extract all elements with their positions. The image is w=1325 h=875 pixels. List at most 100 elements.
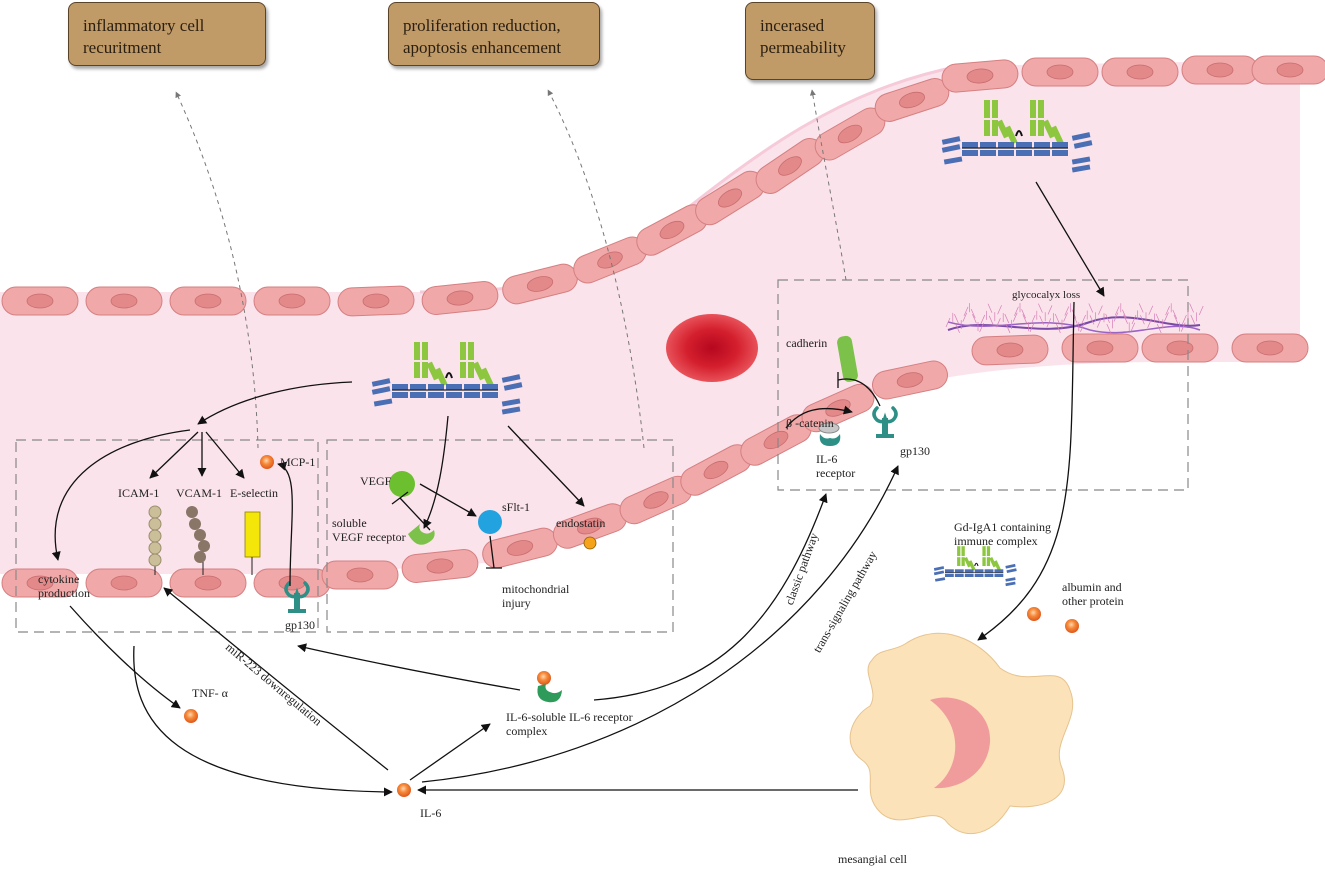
inhibit-mitochondrial — [486, 535, 502, 569]
glycocalyx-strand — [962, 312, 968, 322]
il6-orb — [397, 783, 411, 797]
red-blood-cell — [666, 314, 758, 382]
endothelial-cell — [337, 285, 415, 317]
label-il6c-line2: complex — [506, 724, 548, 738]
glycocalyx-strand — [972, 314, 977, 324]
arrow-cytokine-to-il6 — [133, 645, 393, 797]
label-glycocalyx: glycocalyx loss — [1012, 289, 1081, 301]
panel-middle-dashed — [326, 439, 674, 633]
glycocalyx-strand — [1098, 305, 1103, 315]
endothelial-cell — [169, 568, 247, 598]
label-albumin-line2: other protein — [1062, 594, 1124, 608]
glycocalyx-strand — [1096, 318, 1102, 328]
endothelial-cell — [85, 286, 163, 316]
box-inflammatory-line1: inflammatory cell — [83, 16, 205, 35]
glycocalyx-strand — [1165, 306, 1170, 316]
vegf-molecule — [389, 471, 415, 497]
glycocalyx-strand — [1114, 306, 1120, 316]
endothelial-cell — [1251, 55, 1325, 85]
inhibit-cadherin — [837, 372, 881, 407]
label-eselectin: E-selectin — [230, 486, 278, 500]
glycocalyx-strand — [1156, 323, 1162, 334]
glycocalyx-strand — [1140, 315, 1145, 325]
dash-link-proliferation — [547, 89, 645, 449]
glycocalyx-strand — [996, 318, 1001, 328]
box-proliferation-line1: proliferation reduction, — [403, 16, 561, 35]
label-mcp1: MCP-1 — [280, 455, 316, 469]
glycocalyx-strand — [987, 303, 993, 313]
glycocalyx-strand — [1147, 318, 1152, 328]
arrow-catenin-curve — [785, 405, 853, 429]
label-il6c-line1: IL-6-soluble IL-6 receptor — [506, 710, 633, 724]
label-mesangial: mesangial cell — [838, 852, 907, 866]
label-cadherin: cadherin — [786, 336, 828, 350]
label-gp130-right: gp130 — [900, 444, 930, 458]
glycocalyx-strand — [1189, 303, 1194, 313]
glycocalyx-strand — [1005, 323, 1011, 334]
label-mitochondrial: mitochondrial injury — [502, 582, 569, 610]
glycocalyx-strand — [955, 323, 960, 334]
glycocalyx-strand — [1047, 305, 1053, 315]
endothelial-cell — [85, 568, 163, 598]
glycocalyx-strand — [979, 322, 984, 333]
endothelial-cell — [971, 334, 1049, 366]
endothelial-cell — [1231, 333, 1309, 363]
box-proliferation: proliferation reduction, apoptosis enhan… — [388, 2, 600, 66]
glycocalyx-strand — [1198, 305, 1204, 316]
glycocalyx-strand — [1113, 312, 1119, 322]
panel-left-dashed — [15, 439, 319, 633]
endothelial-cell — [1181, 55, 1259, 85]
gp130-right — [872, 406, 898, 440]
label-svegfr-line1: soluble — [332, 516, 367, 530]
arrow-il6-to-complex — [409, 723, 491, 781]
endothelial-cell — [253, 286, 331, 316]
label-cytokine: cytokine production — [38, 572, 90, 600]
glycocalyx-strand — [1190, 314, 1196, 325]
glycocalyx-strand — [1056, 323, 1061, 334]
glycocalyx-strand — [1030, 314, 1036, 325]
panel-right-dashed — [777, 279, 1189, 491]
glycocalyx-strand — [954, 314, 959, 324]
arrow-cytokine-to-tnf — [69, 605, 181, 709]
arrow-complex-to-panel — [297, 643, 521, 691]
glycocalyx-strand — [1138, 303, 1144, 313]
glycocalyx-strand — [1089, 315, 1095, 325]
glycocalyx-strand — [1064, 306, 1070, 316]
mcp1-orb — [260, 455, 274, 469]
label-il6-receptor: IL-6 receptor — [816, 452, 855, 480]
box-inflammatory: inflammatory cell recuritment — [68, 2, 266, 66]
label-mito-line2: injury — [502, 596, 531, 610]
glycocalyx-strand — [970, 308, 976, 319]
sflt-molecule — [478, 510, 502, 534]
glycocalyx-strand — [1088, 303, 1094, 313]
box-proliferation-line2: apoptosis enhancement — [403, 38, 562, 57]
glycocalyx-strand — [1131, 314, 1137, 325]
cadherin-bar — [837, 335, 858, 382]
glycocalyx-strand — [1106, 323, 1112, 334]
glycocalyx-strand — [1081, 314, 1086, 325]
label-mito-line1: mitochondrial — [502, 582, 570, 596]
endothelial-cell — [169, 286, 247, 316]
glycocalyx-strand — [980, 314, 986, 325]
arrow-vegf-to-sflt — [419, 483, 477, 517]
immune-complex-small — [933, 545, 1018, 587]
glycocalyx-strand — [1080, 322, 1085, 333]
glycocalyx-strand — [997, 305, 1002, 315]
box-permeability-line1: incerased — [760, 16, 825, 35]
il6-complex-receptor — [537, 684, 562, 703]
label-albumin-line1: albumin and — [1062, 580, 1122, 594]
label-vcam: VCAM-1 — [176, 486, 223, 500]
soluble-vegf-receptor — [408, 524, 435, 545]
mesangial-nucleus — [930, 697, 991, 789]
label-cytokine-line1: cytokine — [38, 572, 80, 586]
arrow-to-icam — [149, 431, 199, 479]
arrow-to-eselectin — [205, 431, 245, 479]
glycocalyx-strand — [945, 317, 951, 328]
glycocalyx-strand — [1021, 309, 1026, 319]
beta-catenin-disc — [818, 422, 840, 434]
arrow-to-cytokine — [51, 429, 191, 561]
endostatin-dot — [583, 536, 597, 550]
label-gd-line2: immune complex — [954, 534, 1038, 548]
